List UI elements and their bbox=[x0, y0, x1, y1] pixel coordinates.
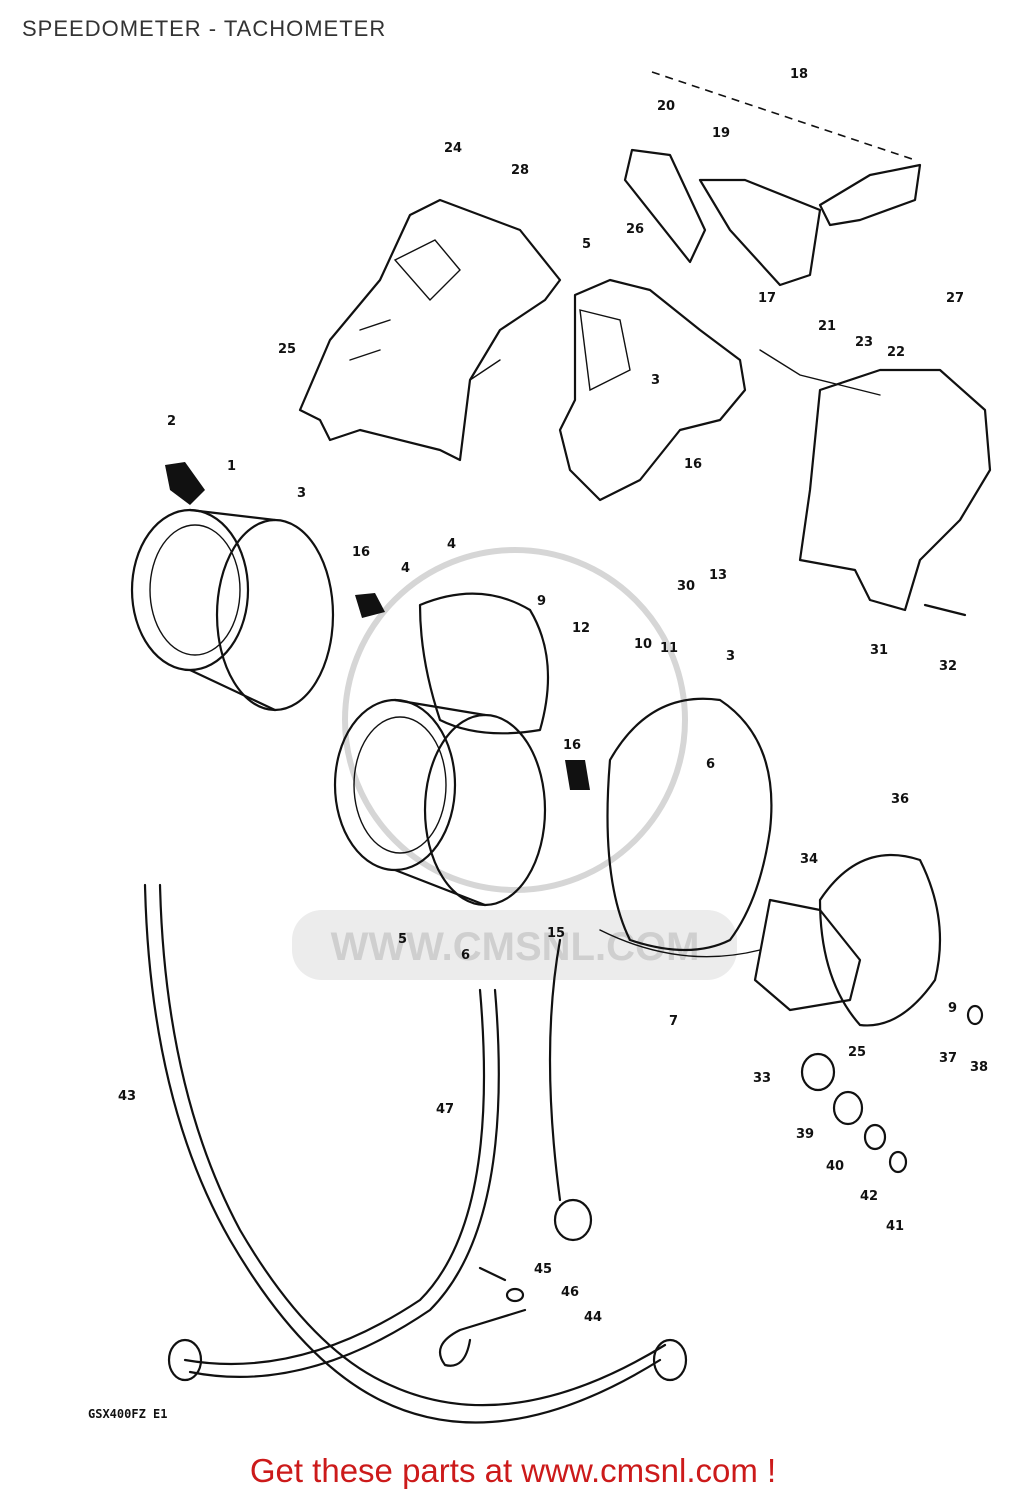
callout: 25 bbox=[278, 342, 296, 357]
washer-46 bbox=[505, 1287, 525, 1303]
callout: 3 bbox=[651, 373, 660, 388]
callout: 23 bbox=[855, 335, 873, 350]
bulb-16b bbox=[565, 760, 590, 790]
callout: 36 bbox=[891, 792, 909, 807]
callout: 16 bbox=[563, 738, 581, 753]
cable-end-47 bbox=[652, 1338, 688, 1382]
callout: 1 bbox=[227, 459, 236, 474]
upper-cover bbox=[298, 198, 562, 462]
page-title: SPEEDOMETER - TACHOMETER bbox=[22, 16, 387, 41]
wire-harness bbox=[818, 163, 922, 227]
washer-stack bbox=[800, 1004, 984, 1174]
callout: 41 bbox=[886, 1219, 904, 1234]
bracket-panel bbox=[579, 309, 631, 392]
callout: 17 bbox=[758, 291, 776, 306]
callout: 26 bbox=[626, 222, 644, 237]
callout: 5 bbox=[398, 932, 407, 947]
cable-end-43 bbox=[167, 1338, 203, 1382]
callout: 16 bbox=[684, 457, 702, 472]
callout: 12 bbox=[572, 621, 590, 636]
callout: 47 bbox=[436, 1102, 454, 1117]
callout: 37 bbox=[939, 1051, 957, 1066]
callout: 25 bbox=[848, 1045, 866, 1060]
callout: 15 bbox=[547, 926, 565, 941]
cable-end-15 bbox=[553, 1198, 593, 1242]
callout: 10 bbox=[634, 637, 652, 652]
indicator-lens bbox=[623, 148, 707, 264]
callout: 2 bbox=[167, 414, 176, 429]
callout: 30 bbox=[677, 579, 695, 594]
meter-cup-36 bbox=[818, 853, 942, 1027]
cover-window bbox=[393, 239, 461, 302]
callout: 31 bbox=[870, 643, 888, 658]
callout: 44 bbox=[584, 1310, 602, 1325]
callout: 38 bbox=[970, 1060, 988, 1075]
screw-45 bbox=[478, 1266, 507, 1282]
bracket-line-18 bbox=[651, 71, 916, 161]
callout: 27 bbox=[946, 291, 964, 306]
callout: 32 bbox=[939, 659, 957, 674]
bolt-32 bbox=[923, 603, 967, 617]
callout: 13 bbox=[709, 568, 727, 583]
indicator-housing bbox=[698, 178, 822, 287]
callout: 9 bbox=[948, 1001, 957, 1016]
footer-link[interactable]: Get these parts at www.cmsnl.com ! bbox=[249, 1452, 777, 1489]
callout: 33 bbox=[753, 1071, 771, 1086]
lower-case bbox=[606, 697, 773, 952]
callout: 16 bbox=[352, 545, 370, 560]
callout: 24 bbox=[444, 141, 462, 156]
watermark-text: WWW.CMSNL.COM bbox=[331, 925, 700, 969]
callout: 6 bbox=[706, 757, 715, 772]
callout: 9 bbox=[537, 594, 546, 609]
callout: 3 bbox=[726, 649, 735, 664]
callout: 6 bbox=[461, 948, 470, 963]
callout: 34 bbox=[800, 852, 818, 867]
callout: 7 bbox=[669, 1014, 678, 1029]
callout: 11 bbox=[660, 641, 678, 656]
callout: 22 bbox=[887, 345, 905, 360]
diagram-code: GSX400FZ E1 bbox=[88, 1407, 167, 1421]
callouts: 18 20 19 24 28 26 5 17 21 23 22 27 25 3 … bbox=[118, 67, 988, 1325]
watermark: WWW.CMSNL.COM bbox=[292, 547, 737, 980]
callout: 20 bbox=[657, 99, 675, 114]
lower-case-rim bbox=[599, 929, 761, 958]
socket-34 bbox=[753, 898, 862, 1012]
callout: 28 bbox=[511, 163, 529, 178]
cable-15 bbox=[548, 938, 562, 1202]
speedometer-cable-edge bbox=[188, 988, 500, 1378]
callout: 3 bbox=[297, 486, 306, 501]
bulb-16 bbox=[355, 593, 385, 618]
callout: 5 bbox=[582, 237, 591, 252]
cable-17 bbox=[759, 349, 881, 396]
callout: 4 bbox=[401, 561, 410, 576]
right-bracket bbox=[798, 368, 992, 612]
callout: 18 bbox=[790, 67, 808, 82]
cover-details bbox=[349, 319, 501, 381]
callout: 21 bbox=[818, 319, 836, 334]
speedometer-cable bbox=[183, 988, 486, 1366]
bulb-2 bbox=[165, 462, 205, 505]
callout: 45 bbox=[534, 1262, 552, 1277]
callout: 40 bbox=[826, 1159, 844, 1174]
tachometer-cable-edge bbox=[158, 883, 667, 1407]
callout: 4 bbox=[447, 537, 456, 552]
meter-bracket bbox=[558, 278, 747, 502]
meter-case-4 bbox=[418, 592, 550, 735]
callout: 43 bbox=[118, 1089, 136, 1104]
tachometer-cable bbox=[143, 883, 662, 1424]
callout: 42 bbox=[860, 1189, 878, 1204]
callout: 39 bbox=[796, 1127, 814, 1142]
callout: 46 bbox=[561, 1285, 579, 1300]
clip-44 bbox=[438, 1308, 527, 1367]
tachometer-gauge bbox=[130, 508, 335, 712]
speedometer-gauge bbox=[333, 698, 547, 907]
callout: 19 bbox=[712, 126, 730, 141]
